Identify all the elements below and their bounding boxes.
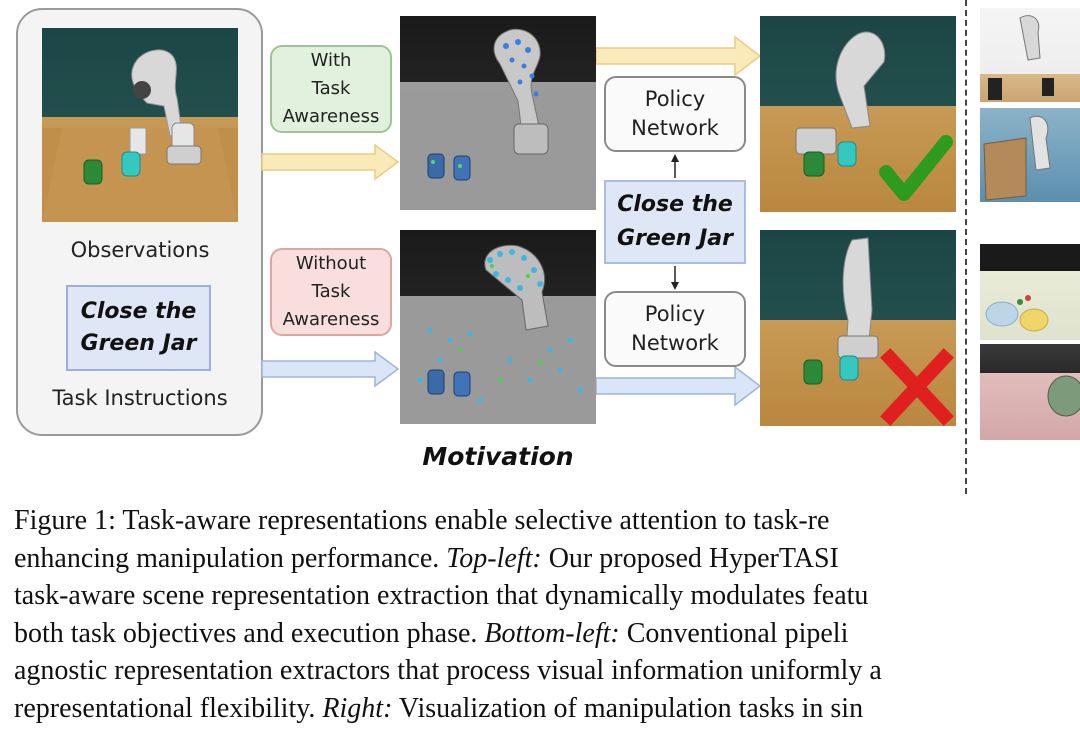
with-task-awareness-bubble: With Task Awareness	[270, 45, 392, 133]
policy-network-top: Policy Network	[604, 76, 746, 152]
task-thumb-4	[980, 344, 1080, 440]
policy-network-bottom: Policy Network	[604, 291, 746, 367]
observation-image	[42, 28, 238, 222]
arrow-obs-to-with	[261, 143, 400, 181]
observations-label: Observations	[70, 238, 210, 262]
flow-arrows	[261, 35, 762, 407]
motivation-label: Motivation	[422, 442, 574, 471]
success-result-image	[760, 16, 956, 212]
arrow-obs-to-without	[261, 350, 400, 388]
figure-caption: Figure 1: Task-aware representations ena…	[14, 502, 1080, 727]
center-instruction-text: Close the Green Jar	[617, 192, 733, 251]
task-agnostic-feature-image	[400, 230, 596, 424]
task-thumb-3	[980, 244, 1080, 340]
task-instructions-label: Task Instructions	[52, 386, 228, 410]
caption-line-3: task-aware scene representation extracti…	[14, 580, 869, 611]
task-aware-feature-image	[400, 16, 596, 210]
without-task-awareness-text: Without Task Awareness	[282, 253, 380, 330]
task-thumb-1	[980, 8, 1080, 102]
instruction-box: Close the Green Jar	[66, 285, 211, 371]
caption-line-1: Figure 1: Task-aware representations ena…	[14, 505, 830, 536]
arrow-to-failure	[595, 365, 762, 407]
with-task-awareness-text: With Task Awareness	[282, 50, 380, 127]
policy-network-bottom-text: Policy Network	[631, 302, 719, 355]
cross-icon	[880, 348, 954, 426]
caption-line-4: both task objectives and execution phase…	[14, 617, 849, 649]
arrow-to-success	[595, 35, 762, 77]
section-divider	[965, 0, 967, 494]
instruction-text: Close the Green Jar	[80, 299, 197, 356]
check-icon	[879, 135, 953, 201]
caption-line-5: agnostic representation extractors that …	[14, 655, 882, 686]
failure-result-image	[760, 230, 956, 426]
policy-network-top-text: Policy Network	[631, 87, 719, 140]
without-task-awareness-bubble: Without Task Awareness	[270, 248, 392, 336]
caption-line-2: enhancing manipulation performance. Top-…	[14, 542, 839, 574]
task-thumb-2	[980, 108, 1080, 202]
center-instruction-box: Close the Green Jar	[604, 180, 746, 264]
caption-line-6: representational flexibility. Right: Vis…	[14, 692, 864, 724]
